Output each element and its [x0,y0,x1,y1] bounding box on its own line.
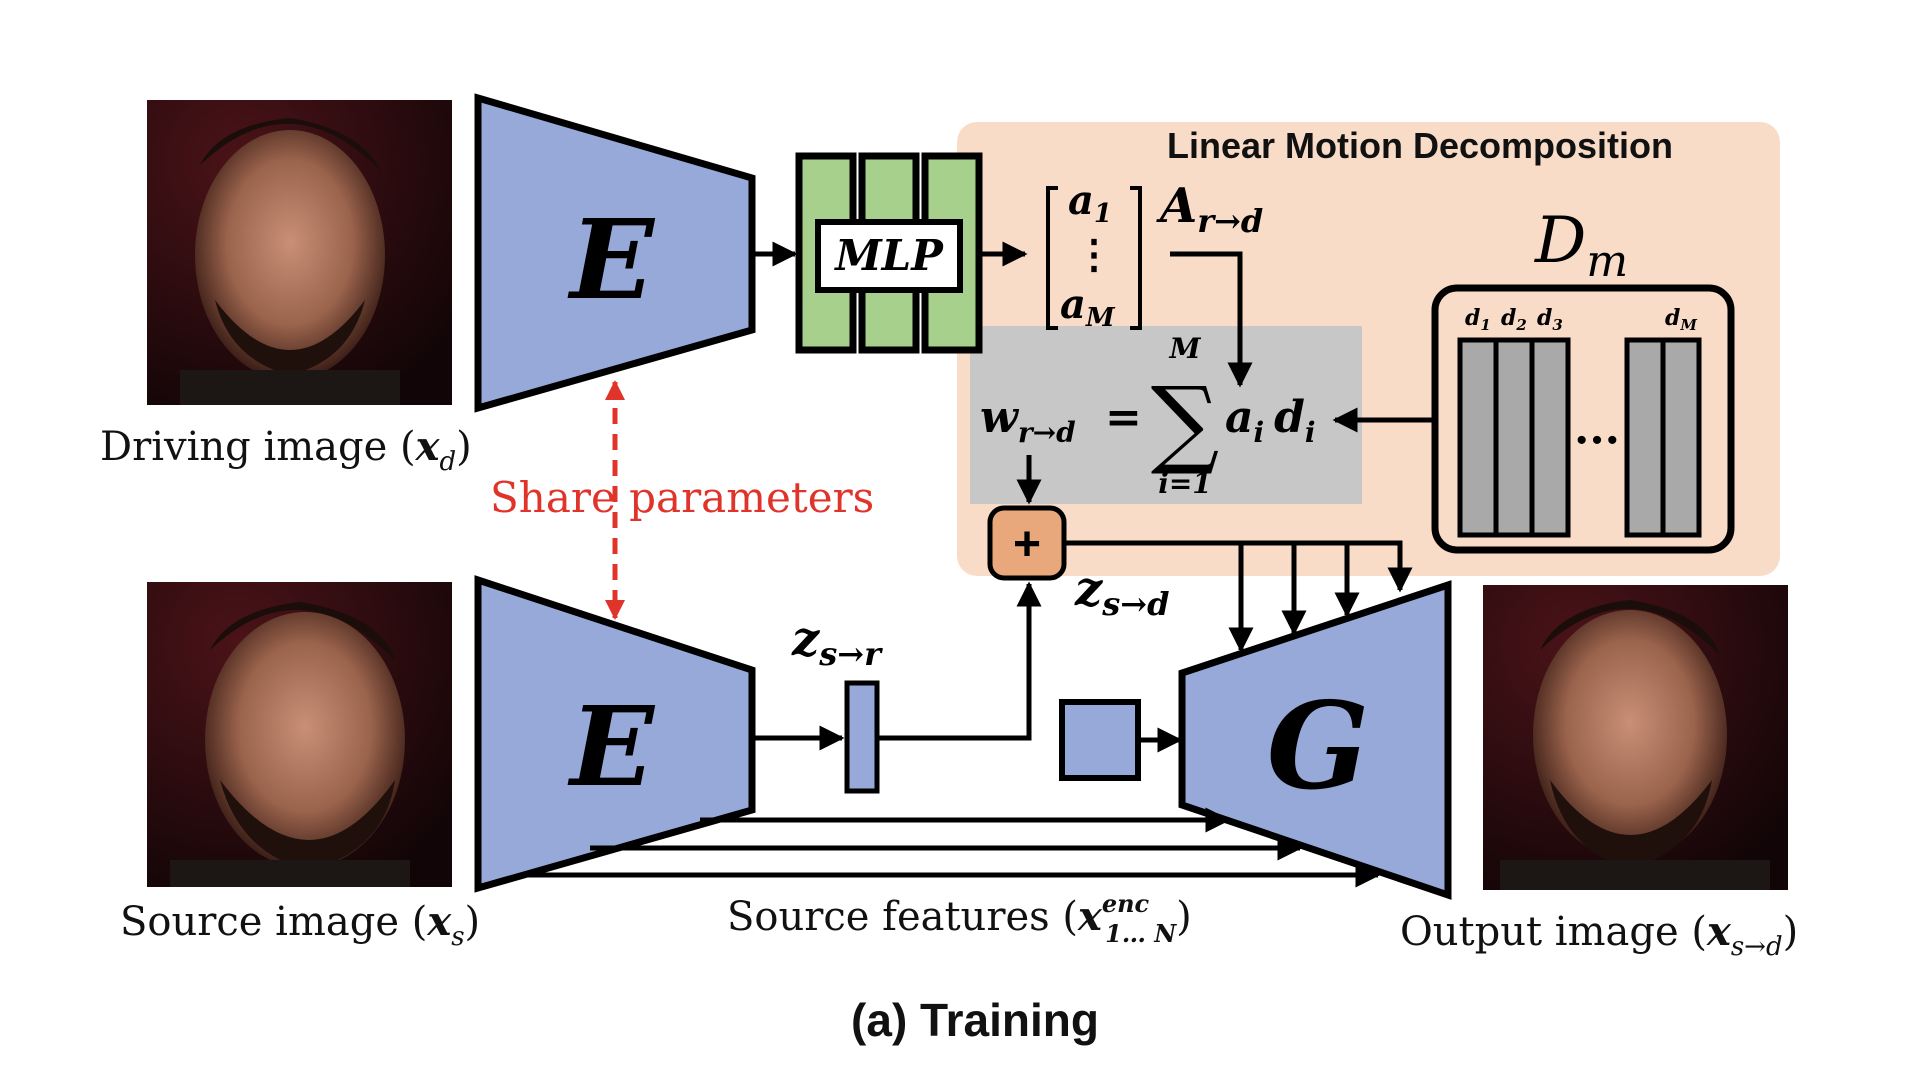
encoder-bottom [474,575,756,893]
lmd-title: Linear Motion Decomposition [1167,125,1673,166]
encoder-top-letter: E [567,195,656,324]
arrow-A-to-sum [1170,251,1253,388]
figure-caption: (a) Training [851,994,1099,1046]
share-parameters-label: Share parameters [490,473,874,522]
generator [1178,580,1452,900]
arrow-zsr-to-plus [877,581,1042,741]
dict-label-d3: d3 [1537,305,1563,334]
sum-formula-box [970,326,1362,504]
mlp-block [795,152,983,354]
driving-image [147,100,452,405]
dm-label: Dm [1534,204,1628,287]
z-s-to-r-vector [844,680,880,794]
encoder-bottom-letter: E [567,682,656,811]
dict-label-dM: dM [1665,305,1697,334]
dict-ellipsis: ··· [1574,415,1620,466]
arrows-plus-to-generator [1064,540,1413,653]
vector-aM: aM [1060,281,1116,333]
output-image-caption: Output image (xs→d) [1400,908,1798,962]
dict-label-d1: d1 [1465,305,1491,334]
equals-sign: = [1105,392,1142,443]
plus-sign: + [1013,518,1041,571]
sum-upper-limit: M [1169,332,1202,365]
z-s-to-r-label: zs→r [791,611,883,673]
sum-lower-limit: i=1 [1158,467,1212,500]
vector-a1: a1 [1068,177,1112,229]
sum-sign: ∑ [1151,366,1220,478]
A-r-to-d-label: Ar→d [1156,178,1263,240]
vector-right-bracket [1130,186,1142,330]
driving-image-caption: Driving image (xd) [100,423,472,477]
source-image-caption: Source image (xs) [120,898,480,952]
z-s-to-d-label: zs→d [1074,561,1169,623]
vector-dots: ⋮ [1074,231,1114,278]
source-feature-arrows [520,807,1381,888]
dict-label-d2: d2 [1501,305,1527,334]
w-r-to-d-label: wr→d [980,392,1076,449]
generator-letter: G [1267,676,1369,817]
vector-left-bracket [1046,186,1058,330]
mlp-label: MLP [833,231,944,280]
constant-input-square [1059,699,1141,781]
encoder-top [474,93,756,413]
source-image [147,582,452,887]
output-image [1483,585,1788,890]
dictionary-vectors [1457,337,1702,538]
